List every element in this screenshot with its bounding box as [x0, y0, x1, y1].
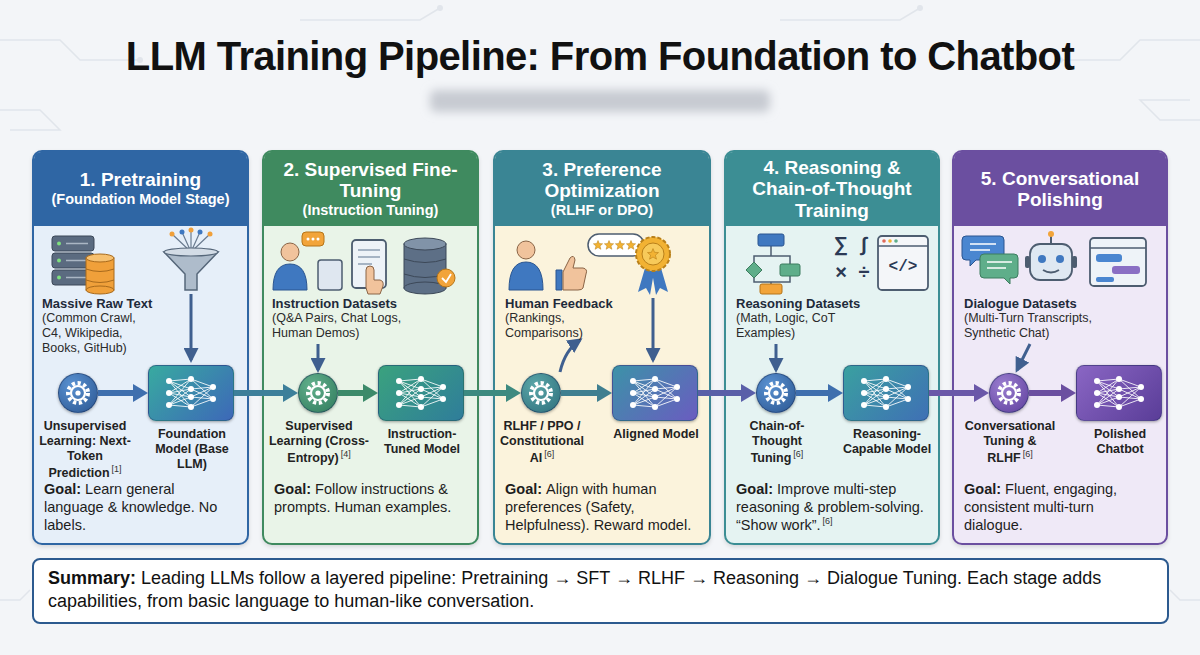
goal-text-block: Goal:Improve multi-step reasoning & prob…: [736, 480, 928, 534]
circuit-line: [300, 8, 440, 20]
circuit-line: [1060, 40, 1200, 60]
model-name: Reasoning-Capable Model: [843, 427, 931, 456]
summary-text: Leading LLMs follow a layered pipeline: …: [48, 568, 1101, 611]
method-name: Supervised Learning (Cross-Entropy): [269, 419, 369, 465]
model-label: Polished Chatbot: [1075, 427, 1165, 457]
citation: [6]: [1023, 449, 1033, 459]
circuit-line: [0, 110, 60, 130]
dataset-title: Human Feedback: [505, 296, 635, 312]
dataset-title: Instruction Datasets: [272, 296, 422, 312]
citation: [6]: [793, 449, 803, 459]
method-label: Chain-of-Thought Tuning[6]: [731, 419, 823, 466]
circuit-lines: [0, 8, 1200, 600]
model-name: Aligned Model: [613, 427, 698, 441]
citation: [6]: [823, 516, 833, 526]
panel-header: 2. Supervised Fine-Tuning(Instruction Tu…: [264, 152, 477, 226]
model-box: Instruction-Tuned Model: [378, 365, 464, 421]
method-label: Supervised Learning (Cross-Entropy)[4]: [267, 419, 371, 466]
panel-subtitle: (Foundation Model Stage): [51, 191, 229, 208]
goal-text-block: Goal:Align with human preferences (Safet…: [505, 480, 699, 534]
method-circle: RLHF / PPO / Constitutional AI[6]: [521, 373, 561, 413]
goal-key: Goal:: [44, 481, 81, 497]
model-name: Polished Chatbot: [1094, 427, 1146, 456]
math-symbol: ÷: [853, 262, 875, 282]
stage-panel: 4. Reasoning & Chain-of-Thought Training…: [724, 150, 940, 545]
method-circle: Supervised Learning (Cross-Entropy)[4]: [298, 373, 338, 413]
panel-title: 5. Conversational Polishing: [962, 168, 1158, 211]
model-label: Aligned Model: [611, 427, 701, 442]
panel-title: 3. Preference Optimization: [503, 159, 701, 202]
summary-box: Summary:Leading LLMs follow a layered pi…: [32, 558, 1169, 624]
stage-panel: 3. Preference Optimization(RLHF or DPO) G…: [493, 150, 711, 545]
method-name: RLHF / PPO / Constitutional AI: [500, 419, 584, 465]
model-box: Polished Chatbot: [1076, 365, 1162, 421]
panel-header: 4. Reasoning & Chain-of-Thought Training: [726, 152, 938, 226]
panel-title: 2. Supervised Fine-Tuning: [272, 159, 469, 202]
circuit-line: [1170, 590, 1200, 600]
citation: [4]: [341, 449, 351, 459]
circuit-line: [1140, 100, 1200, 120]
dataset-detail: (Multi-Turn Transcripts, Synthetic Chat): [964, 311, 1114, 341]
panel-subtitle: (RLHF or DPO): [551, 202, 653, 219]
model-label: Instruction-Tuned Model: [377, 427, 467, 457]
dataset-detail: (Math, Logic, CoT Examples): [736, 311, 866, 341]
model-label: Foundation Model (Base LLM): [147, 427, 237, 472]
stage-panel: 5. Conversational PolishingGoal:Fluent, …: [952, 150, 1168, 545]
stage-panel: 2. Supervised Fine-Tuning(Instruction Tu…: [262, 150, 479, 545]
citation: [1]: [112, 464, 122, 474]
model-box: Aligned Model: [612, 365, 698, 421]
method-name: Conversational Tuning & RLHF: [965, 419, 1055, 465]
circuit-dot: [437, 5, 443, 11]
method-label: RLHF / PPO / Constitutional AI[6]: [492, 419, 592, 466]
panel-header: 5. Conversational Polishing: [954, 152, 1166, 226]
circuit-dot: [917, 5, 923, 11]
goal-text-block: Goal:Fluent, engaging, consistent multi-…: [964, 480, 1156, 534]
circuit-line: [0, 590, 30, 600]
goal-key: Goal:: [736, 481, 773, 497]
panel-title: 4. Reasoning & Chain-of-Thought Training: [734, 157, 930, 221]
panel-header: 3. Preference Optimization(RLHF or DPO): [495, 152, 709, 226]
diagram-title: LLM Training Pipeline: From Foundation t…: [0, 34, 1200, 79]
dataset-title: Dialogue Datasets: [964, 296, 1114, 312]
dataset-detail: (Q&A Pairs, Chat Logs, Human Demos): [272, 311, 422, 341]
code-symbol: </>: [878, 259, 928, 275]
method-circle: Chain-of-Thought Tuning[6]: [756, 373, 796, 413]
dataset-detail: (Rankings, Comparisons): [505, 311, 605, 341]
math-symbol: ×: [830, 262, 852, 282]
panel-title: 1. Pretraining: [80, 169, 201, 190]
method-circle: Conversational Tuning & RLHF[6]: [989, 373, 1029, 413]
dataset-title: Massive Raw Text: [42, 296, 172, 312]
goal-text-block: Goal:Follow instructions & prompts. Huma…: [274, 480, 467, 516]
summary-key: Summary:: [48, 568, 136, 588]
model-box: Reasoning-Capable Model: [843, 365, 929, 421]
model-box: Foundation Model (Base LLM): [148, 365, 234, 421]
panel-header: 1. Pretraining(Foundation Model Stage): [34, 152, 247, 226]
blurred-subtitle: [430, 90, 770, 112]
math-symbol: ∑: [830, 234, 852, 254]
method-circle: Unsupervised Learning: Next-Token Predic…: [58, 373, 98, 413]
model-name: Foundation Model (Base LLM): [155, 427, 229, 471]
goal-key: Goal:: [274, 481, 311, 497]
circuit-line: [0, 40, 140, 60]
model-name: Instruction-Tuned Model: [384, 427, 460, 456]
goal-key: Goal:: [505, 481, 542, 497]
method-label: Conversational Tuning & RLHF[6]: [960, 419, 1060, 466]
dataset-title: Reasoning Datasets: [736, 296, 886, 312]
math-symbol: ∫: [853, 234, 875, 254]
goal-key: Goal:: [964, 481, 1001, 497]
panel-subtitle: (Instruction Tuning): [303, 202, 439, 219]
citation: [6]: [544, 449, 554, 459]
method-label: Unsupervised Learning: Next-Token Predic…: [39, 419, 131, 481]
circuit-line: [780, 8, 920, 20]
goal-text-block: Goal:Learn general language & knowledge.…: [44, 480, 237, 534]
dataset-detail: (Common Crawl, C4, Wikipedia, Books, Git…: [42, 311, 154, 356]
model-label: Reasoning-Capable Model: [842, 427, 932, 457]
